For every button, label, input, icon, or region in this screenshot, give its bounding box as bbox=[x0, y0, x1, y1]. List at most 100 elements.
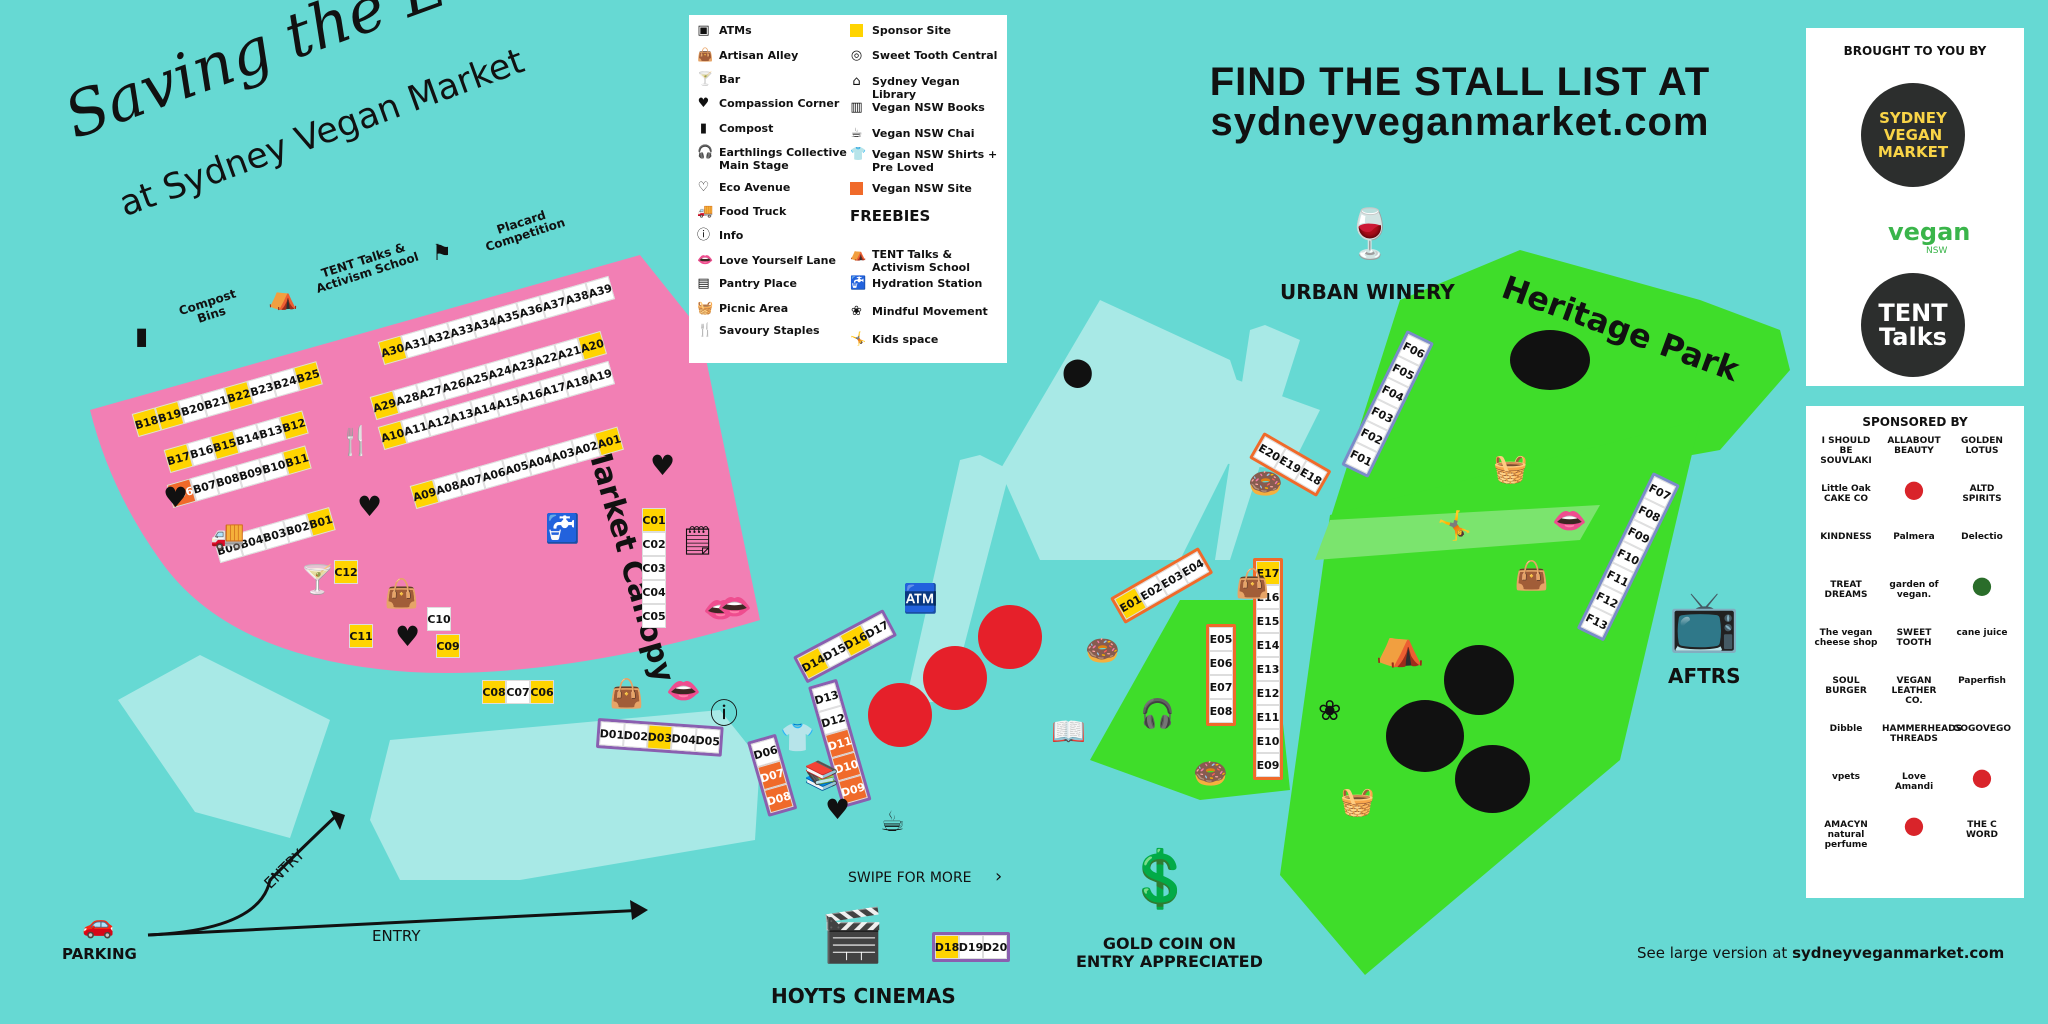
cocktail-icon: 🍸 bbox=[697, 72, 714, 87]
stall-e11[interactable]: E11 bbox=[1256, 705, 1280, 729]
stall-c04[interactable]: C04 bbox=[642, 580, 666, 604]
stall-a19[interactable]: A19 bbox=[585, 360, 616, 391]
swipe-for-more-label: SWIPE FOR MORE bbox=[848, 870, 972, 886]
tree bbox=[1444, 645, 1514, 715]
legend-item-label: Hydration Station bbox=[872, 277, 983, 290]
headline-url[interactable]: sydneyveganmarket.com bbox=[1210, 100, 1710, 144]
footer-note: See large version at sydneyveganmarket.c… bbox=[1637, 944, 2004, 962]
stall-e16[interactable]: E16 bbox=[1256, 585, 1280, 609]
stall-a39[interactable]: A39 bbox=[585, 275, 616, 306]
stall-d02[interactable]: D02 bbox=[623, 722, 649, 749]
tree bbox=[1510, 330, 1590, 390]
stall-d01[interactable]: D01 bbox=[599, 721, 625, 747]
sponsor-logo: GOGOVEGO bbox=[1953, 724, 2011, 734]
book-icon: ▥ bbox=[850, 100, 863, 115]
tent-talks-logo: TENT Talks bbox=[1861, 273, 1965, 377]
stall-d05[interactable]: D05 bbox=[694, 727, 721, 754]
stall-c07[interactable]: C07 bbox=[506, 680, 530, 704]
library-icon: ⌂ bbox=[852, 74, 861, 89]
headline-line1: FIND THE STALL LIST AT bbox=[1209, 60, 1711, 104]
stall-c10[interactable]: C10 bbox=[427, 607, 451, 631]
stall-c09[interactable]: C09 bbox=[436, 634, 460, 658]
food-truck-icon: 🚚 bbox=[697, 204, 714, 219]
stall-b12[interactable]: B12 bbox=[279, 410, 309, 441]
tree bbox=[1386, 700, 1464, 772]
stall-e08[interactable]: E08 bbox=[1209, 699, 1233, 723]
stall-d04[interactable]: D04 bbox=[670, 726, 697, 752]
sponsor-logo: ● bbox=[1971, 763, 1993, 791]
stall-e10[interactable]: E10 bbox=[1256, 729, 1280, 753]
stall-e06[interactable]: E06 bbox=[1209, 651, 1233, 675]
tap-icon: 🚰 bbox=[850, 276, 867, 291]
stall-a01[interactable]: A01 bbox=[594, 426, 624, 457]
stall-e17[interactable]: E17 bbox=[1256, 561, 1280, 585]
stall-e12[interactable]: E12 bbox=[1256, 681, 1280, 705]
tent-icon: ⛺ bbox=[850, 247, 867, 262]
stall-c01[interactable]: C01 bbox=[642, 508, 666, 532]
gold-coin-label: GOLD COIN ON ENTRY APPRECIATED bbox=[1076, 934, 1263, 971]
sponsor-logo: cane juice bbox=[1956, 628, 2008, 638]
stall-e07[interactable]: E07 bbox=[1209, 675, 1233, 699]
vegan-nsw-logo: vegan bbox=[1888, 218, 1971, 246]
stall-d20[interactable]: D20 bbox=[983, 935, 1007, 959]
tshirt-icon: 👕 bbox=[780, 721, 815, 754]
stall-c11[interactable]: C11 bbox=[349, 624, 373, 648]
tent-icon: ⛺ bbox=[268, 283, 298, 311]
sponsor-logo: KINDNESS bbox=[1820, 532, 1872, 542]
footer-url[interactable]: sydneyveganmarket.com bbox=[1792, 944, 2005, 962]
stall-c03[interactable]: C03 bbox=[642, 556, 666, 580]
legend-item-label: Bar bbox=[719, 73, 741, 86]
legend-item-label: Kids space bbox=[872, 333, 939, 346]
sponsor-logo: SOUL BURGER bbox=[1825, 676, 1867, 696]
stall-c08[interactable]: C08 bbox=[482, 680, 506, 704]
heart-icon: ♥ bbox=[650, 449, 676, 482]
sponsor-logo: Paperfish bbox=[1958, 676, 2006, 686]
utensils-icon: 🍴 bbox=[338, 424, 373, 457]
legend-item-label: Compassion Corner bbox=[719, 97, 840, 110]
pantry-icon: ▤ bbox=[697, 276, 710, 291]
legend-item-label: Vegan NSW Site bbox=[872, 182, 972, 195]
stall-e14[interactable]: E14 bbox=[1256, 633, 1280, 657]
stall-d08[interactable]: D08 bbox=[763, 783, 794, 814]
legend-item-label: Vegan NSW Shirts + Pre Loved bbox=[872, 148, 998, 174]
stall-b11[interactable]: B11 bbox=[282, 445, 312, 476]
stall-c05[interactable]: C05 bbox=[642, 604, 666, 628]
chevron-right-icon[interactable]: › bbox=[995, 866, 1003, 887]
stall-e13[interactable]: E13 bbox=[1256, 657, 1280, 681]
sponsor-logo: Love Amandi bbox=[1894, 772, 1934, 792]
stall-b01[interactable]: B01 bbox=[305, 506, 336, 537]
legend-item-label: Picnic Area bbox=[719, 302, 789, 315]
donut-icon: 🍩 bbox=[1085, 634, 1120, 667]
park-path bbox=[1315, 505, 1600, 560]
hoyts-cinemas-label: HOYTS CINEMAS bbox=[771, 984, 956, 1008]
stall-e09[interactable]: E09 bbox=[1256, 753, 1280, 777]
heart-icon: ♥ bbox=[357, 490, 383, 523]
clapperboard-icon: 🎬 bbox=[820, 906, 885, 966]
cocktail-icon: 🍸 bbox=[300, 563, 335, 596]
sponsor-logo: Dibble bbox=[1829, 724, 1863, 734]
stall-c12[interactable]: C12 bbox=[334, 560, 358, 584]
utensils-icon: 🍴 bbox=[697, 323, 714, 338]
sponsor-logo: VEGAN LEATHER CO. bbox=[1891, 676, 1937, 706]
lotus-icon: ❀ bbox=[1318, 694, 1342, 727]
stall-d03[interactable]: D03 bbox=[646, 724, 673, 751]
path-area-left bbox=[118, 655, 330, 838]
stall-c02[interactable]: C02 bbox=[642, 532, 666, 556]
stall-b25[interactable]: B25 bbox=[293, 361, 323, 391]
legend-item-label: Savoury Staples bbox=[719, 324, 820, 337]
sponsor-logo: ALTD SPIRITS bbox=[1962, 484, 2002, 504]
stall-e15[interactable]: E15 bbox=[1256, 609, 1280, 633]
market-canopy-area bbox=[90, 255, 760, 673]
stall-c06[interactable]: C06 bbox=[530, 680, 554, 704]
stall-a20[interactable]: A20 bbox=[577, 330, 608, 361]
lips-icon: 👄 bbox=[703, 593, 738, 626]
stall-e05[interactable]: E05 bbox=[1209, 627, 1233, 651]
bag-icon: 👜 bbox=[1514, 559, 1549, 592]
stall-d18[interactable]: D18 bbox=[935, 935, 959, 959]
stall-d19[interactable]: D19 bbox=[959, 935, 983, 959]
legend-item-label: Pantry Place bbox=[719, 277, 797, 290]
lips-icon: 👄 bbox=[666, 674, 701, 707]
